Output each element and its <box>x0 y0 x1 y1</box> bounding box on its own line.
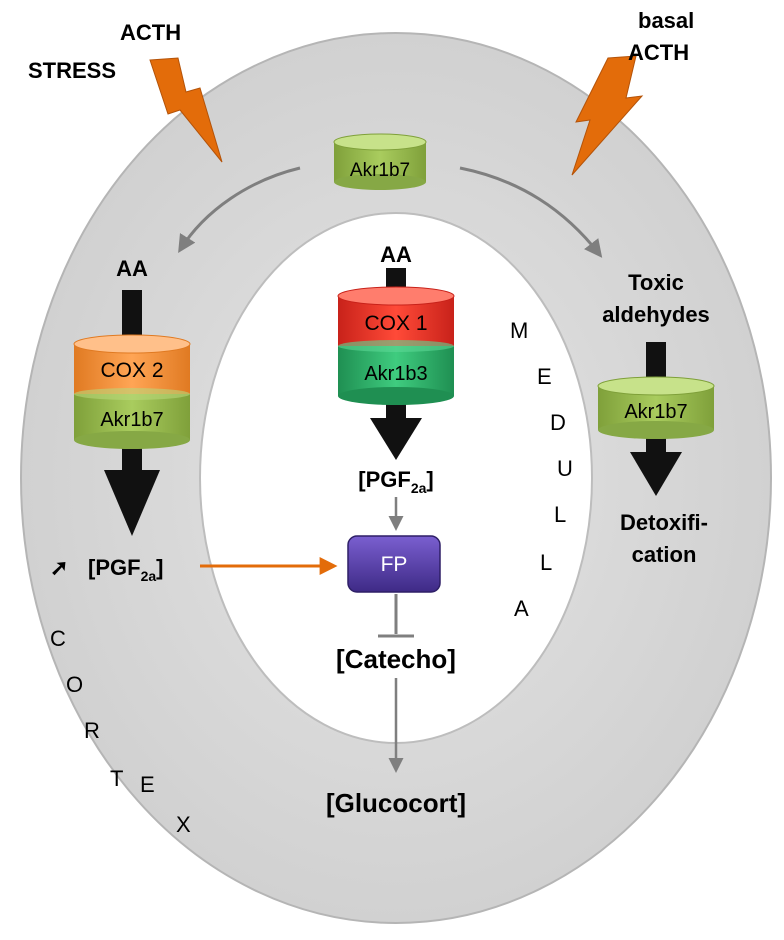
right-big-arrowhead <box>630 452 682 496</box>
medulla-label: M E D U L L A <box>510 318 573 621</box>
cox2-cylinder: COX 2 <box>73 334 191 394</box>
stress-lightning-icon <box>149 57 223 163</box>
left-aa-label: AA <box>116 256 148 281</box>
cortex-letter: O <box>66 672 83 697</box>
top-akr1b7-label: Akr1b7 <box>350 160 410 181</box>
medulla-letter: A <box>514 596 529 621</box>
left-akr1b7-label: Akr1b7 <box>100 409 163 431</box>
toxic-label: Toxic <box>628 270 684 295</box>
center-pgf2a-label: [PGF2a] <box>358 467 433 496</box>
cortex-letter: C <box>50 626 66 651</box>
left-big-arrowhead <box>104 470 160 536</box>
fp-receptor: FP <box>347 535 441 593</box>
medulla-letter: D <box>550 410 566 435</box>
stimulus-acth-left: ACTH <box>120 20 181 45</box>
catecho-label: [Catecho] <box>336 644 456 674</box>
medulla-letter: E <box>537 364 552 389</box>
detoxifi-label: Detoxifi- <box>620 510 708 535</box>
medulla-letter: U <box>557 456 573 481</box>
stimulus-basal: basal <box>638 8 694 33</box>
basal-lightning-icon <box>571 55 644 176</box>
cox1-label: COX 1 <box>364 312 427 335</box>
center-aa-label: AA <box>380 242 412 267</box>
right-akr1b7-label: Akr1b7 <box>624 401 687 423</box>
cox2-label: COX 2 <box>100 359 163 382</box>
cox1-cylinder: COX 1 <box>337 286 455 346</box>
curve-arrow-left <box>178 166 301 254</box>
medulla-letter: L <box>540 550 552 575</box>
left-pgf2a-label: [PGF2a] <box>88 555 163 584</box>
cortex-letter: X <box>176 812 191 837</box>
glucocort-label: [Glucocort] <box>326 788 466 818</box>
aldehydes-label: aldehydes <box>602 302 710 327</box>
cortex-letter: R <box>84 718 100 743</box>
curve-arrow-right <box>459 166 603 258</box>
akr1b3-cylinder: Akr1b3 <box>338 340 454 405</box>
akr1b3-label: Akr1b3 <box>364 363 427 385</box>
top-akr1b7-cylinder: Akr1b7 <box>333 133 427 190</box>
stimulus-acth-right: ACTH <box>628 40 689 65</box>
stimulus-stress: STRESS <box>28 58 116 83</box>
cortex-letter: E <box>140 772 155 797</box>
right-akr1b7-cylinder: Akr1b7 <box>597 376 715 439</box>
left-increase-arrow-icon: ➚ <box>50 555 68 580</box>
fp-label: FP <box>381 553 408 576</box>
center-big-arrowhead <box>370 418 422 460</box>
cortex-label: C O R T E X <box>50 626 191 837</box>
medulla-letter: L <box>554 502 566 527</box>
medulla-letter: M <box>510 318 528 343</box>
cation-label: cation <box>632 542 697 567</box>
cortex-letter: T <box>110 766 123 791</box>
left-akr1b7-cylinder: Akr1b7 <box>74 388 190 449</box>
